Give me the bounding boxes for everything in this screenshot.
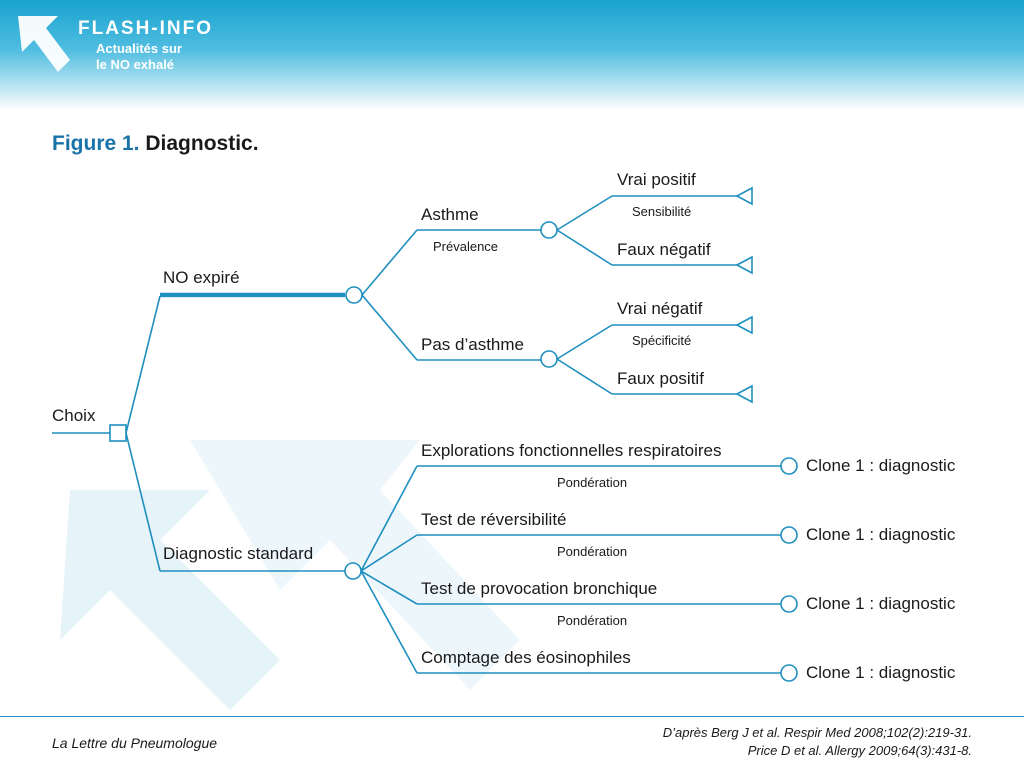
label-specificite: Spécificité [632,333,692,348]
label-clone-outcome: Clone 1 : diagnostic [806,525,956,544]
edge-std-1 [360,465,418,572]
terminal-vp [735,186,753,206]
label-ponderation: Pondération [557,544,628,559]
chance-node-asthme [540,221,558,239]
clone-node-4 [780,664,798,682]
label-clone-outcome: Clone 1 : diagnostic [806,663,956,682]
terminal-vn [735,315,753,335]
clone-node-2 [780,526,798,544]
label-prevalence: Prévalence [433,239,499,254]
edge-pas-fp [556,358,613,395]
label-std-item: Test de provocation bronchique [421,579,658,598]
label-ponderation: Pondération [557,475,628,490]
label-vrai-negatif: Vrai négatif [617,299,703,318]
brand-title: FLASH-INFO [78,18,214,39]
label-sensibilite: Sensibilité [632,204,692,219]
footer-references: D’après Berg J et al. Respir Med 2008;10… [663,724,972,760]
edge-asthme-fn [556,229,613,266]
figure-number: Figure 1. [52,132,140,155]
clone-node-1 [780,457,798,475]
choice-node [109,424,127,442]
brand-subtitle-line2: le NO exhalé [96,57,175,72]
label-asthme: Asthme [421,205,479,224]
edge-pas-vn [556,324,613,360]
label-pas-asthme: Pas d’asthme [421,335,524,354]
edge-asthme-vp [556,195,613,231]
header-band [0,0,1024,110]
label-std-item: Test de réversibilité [421,510,567,529]
label-diagnostic-standard: Diagnostic standard [163,544,314,563]
label-ponderation: Pondération [557,613,628,628]
label-faux-negatif: Faux négatif [617,240,711,259]
figure-name: Diagnostic. [145,132,259,155]
label-no-expire: NO expiré [163,268,240,287]
label-clone-outcome: Clone 1 : diagnostic [806,456,956,475]
label-std-item: Explorations fonctionnelles respiratoire… [421,441,722,460]
edge-no-pas [361,294,418,361]
edge-root-no [125,295,161,434]
footer-reference-1: D’après Berg J et al. Respir Med 2008;10… [662,725,972,740]
clone-node-3 [780,595,798,613]
label-faux-positif: Faux positif [617,369,704,388]
edge-root-std [125,432,161,572]
label-clone-outcome: Clone 1 : diagnostic [806,594,956,613]
edge-no-asthme [361,229,418,296]
label-choix: Choix [52,406,96,425]
edge-std-2 [360,534,418,572]
footer-reference-2: Price D et al. Allergy 2009;64(3):431-8. [747,743,972,758]
brand-subtitle-line1: Actualités sur [96,41,182,56]
footer-journal: La Lettre du Pneumologue [52,735,218,751]
footer-divider [0,716,1024,717]
label-std-item: Comptage des éosinophiles [421,648,631,667]
edge-std-4 [360,570,418,674]
terminal-fp [735,384,753,404]
label-vrai-positif: Vrai positif [617,170,696,189]
chance-node-pas [540,350,558,368]
chance-node-std [344,562,362,580]
terminal-fn [735,255,753,275]
logo-arrow-icon [18,16,70,72]
edge-std-3 [360,570,418,605]
chance-node-no [345,286,363,304]
figure-title: Figure 1. Diagnostic. [52,132,259,156]
